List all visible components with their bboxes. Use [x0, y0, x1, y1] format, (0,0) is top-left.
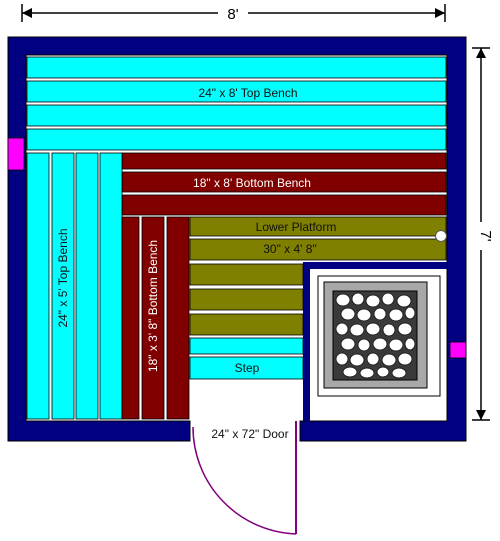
lower-platform-board [189, 216, 447, 237]
top-bench-board [26, 80, 447, 103]
outlet-vent [449, 341, 467, 359]
heater [317, 275, 441, 397]
inlet-vent [7, 137, 25, 171]
side-bottom-bench-label: 18" x 3' 8" Bottom Bench [146, 240, 160, 372]
step-label: Step [235, 361, 260, 375]
top-bench-board [26, 56, 447, 79]
side-top-bench: 24" x 5' Top Bench [26, 152, 123, 420]
heater-partition [303, 262, 447, 421]
side-bottom-bench-board [166, 216, 190, 420]
heater-stones-icon [335, 292, 416, 379]
height-dimension: 7' [470, 47, 494, 421]
width-label: 8' [227, 6, 238, 23]
lower-platform-board [189, 313, 304, 336]
top-bench-board [26, 104, 447, 127]
lower-platform: Lower Platform 30" x 4' 8" [189, 216, 447, 336]
door: 24" x 72" Door [192, 421, 297, 535]
door-swing-arc [192, 426, 297, 535]
side-bottom-bench-board [121, 216, 140, 420]
bottom-bench-board [121, 152, 447, 170]
top-bench-label: 24" x 8' Top Bench [198, 86, 297, 100]
bottom-bench-board [121, 194, 447, 216]
side-bottom-bench: 18" x 3' 8" Bottom Bench [121, 216, 190, 420]
width-dimension: 8' [21, 3, 446, 23]
step: Step [189, 337, 304, 380]
bottom-bench: 18" x 8' Bottom Bench [121, 152, 447, 216]
sensor-icon [435, 230, 447, 242]
step-board [189, 337, 304, 355]
door-label: 24" x 72" Door [211, 427, 288, 441]
lower-platform-label: Lower Platform [256, 220, 337, 234]
lower-platform-board [189, 238, 447, 261]
lower-platform-board [189, 288, 304, 311]
side-top-bench-board [51, 152, 75, 420]
side-top-bench-label: 24" x 5' Top Bench [56, 228, 70, 327]
step-board [189, 356, 304, 380]
top-bench: 24" x 8' Top Bench [26, 56, 447, 151]
lower-platform-board [189, 263, 304, 286]
bottom-bench-label: 18" x 8' Bottom Bench [193, 176, 311, 190]
platform-size-label: 30" x 4' 8" [263, 242, 317, 256]
side-bottom-bench-board [141, 216, 165, 420]
sauna-walls [7, 36, 467, 442]
height-label: 7' [477, 230, 494, 241]
side-top-bench-board [99, 152, 123, 420]
side-top-bench-board [75, 152, 99, 420]
side-top-bench-board [26, 152, 50, 420]
top-bench-board [26, 128, 447, 151]
